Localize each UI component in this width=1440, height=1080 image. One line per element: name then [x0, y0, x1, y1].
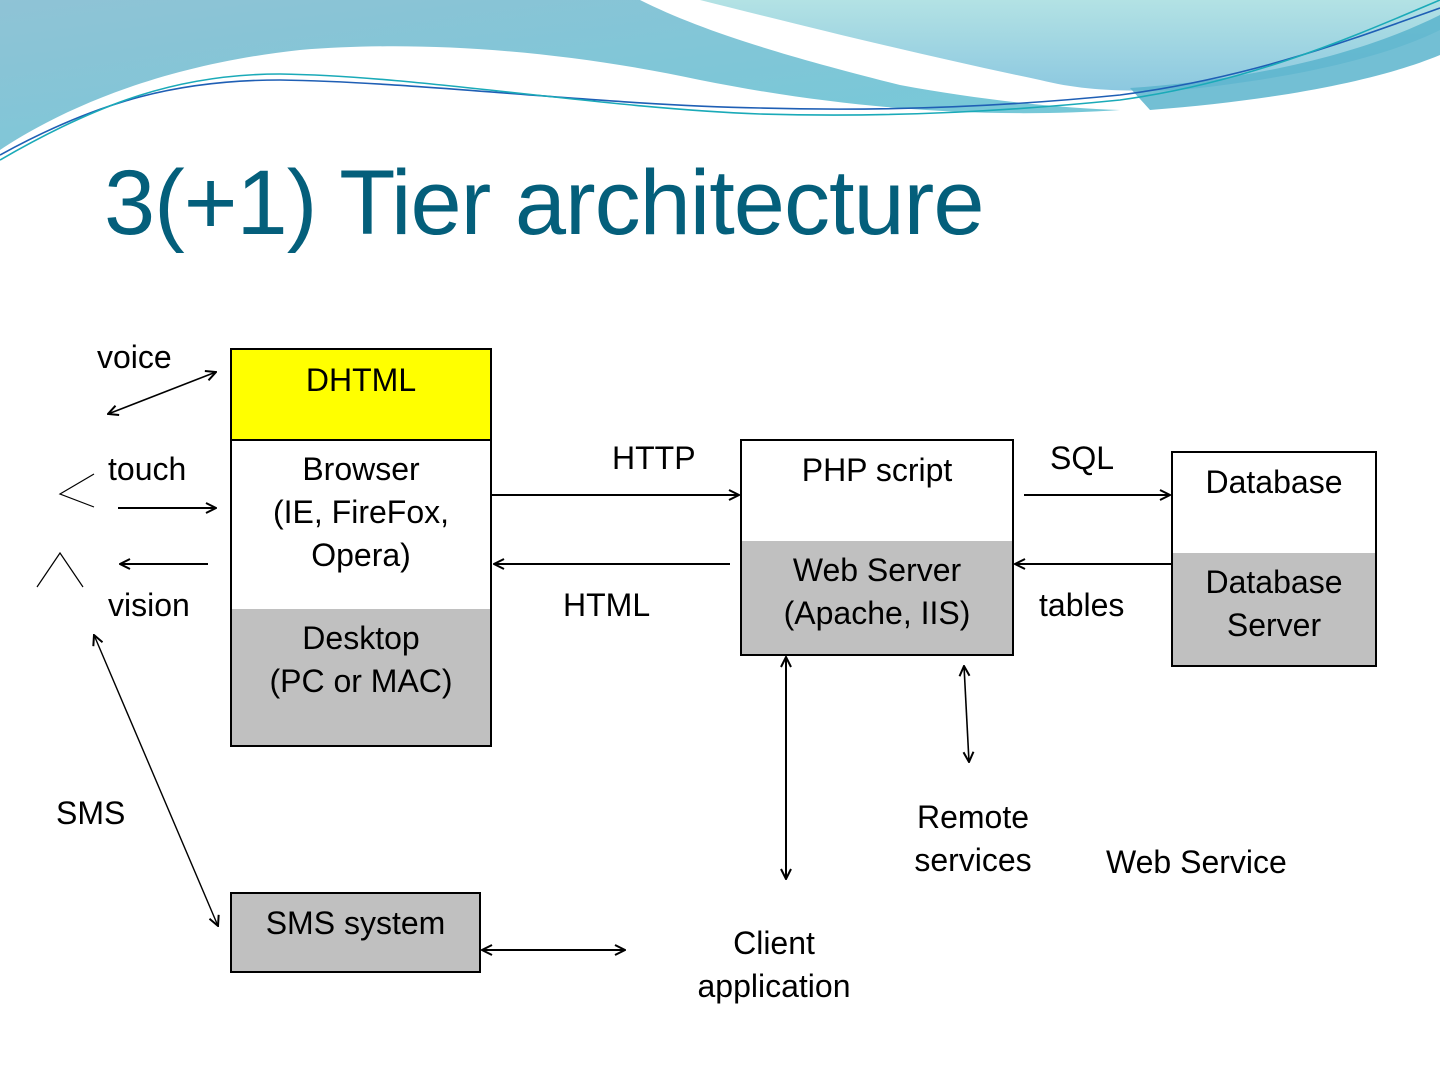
sms-arrow: [94, 635, 218, 926]
vision-label: vision: [108, 587, 190, 623]
php-script-box: PHP script: [740, 439, 1014, 543]
client-application-label: Client application: [697, 925, 851, 1004]
html-label: HTML: [563, 587, 651, 623]
touch-glyph-icon: [58, 473, 95, 508]
sms-system-label: SMS system: [265, 905, 446, 941]
web-server-box: Web Server (Apache, IIS): [740, 541, 1014, 656]
wave-left-band: [0, 0, 1120, 150]
voice-label: voice: [97, 339, 172, 375]
database-server-label: Database Server: [1205, 564, 1343, 643]
desktop-box: Desktop (PC or MAC): [230, 609, 492, 747]
voice-arrow: [108, 372, 216, 414]
header-wave-decoration: [0, 0, 1440, 161]
wave-line-blue: [0, 7, 1440, 156]
dhtml-label: DHTML: [305, 362, 417, 398]
wave-line-teal: [0, 0, 1440, 161]
touch-label: touch: [108, 451, 187, 487]
remote-services-arrow: [964, 666, 969, 762]
sms-system-box: SMS system: [230, 892, 481, 973]
dhtml-box: DHTML: [230, 348, 492, 441]
php-script-label: PHP script: [801, 452, 953, 488]
wave-right-dark-band: [1130, 15, 1440, 110]
remote-services-label: Remote services: [914, 799, 1032, 878]
slide-title: 3(+1) Tier architecture: [104, 152, 984, 254]
sms-label: SMS: [56, 795, 126, 831]
database-server-box: Database Server: [1171, 553, 1377, 667]
database-box: Database: [1171, 451, 1377, 555]
sql-label: SQL: [1050, 440, 1115, 476]
vision-glyph-icon: [36, 551, 84, 588]
browser-label: Browser (IE, FireFox, Opera): [272, 451, 449, 573]
tables-label: tables: [1039, 587, 1125, 623]
browser-box: Browser (IE, FireFox, Opera): [230, 441, 492, 611]
http-label: HTTP: [612, 440, 696, 476]
desktop-label: Desktop (PC or MAC): [269, 620, 453, 699]
database-label: Database: [1205, 464, 1343, 500]
web-service-label: Web Service: [1106, 844, 1287, 880]
web-server-label: Web Server (Apache, IIS): [783, 552, 971, 631]
